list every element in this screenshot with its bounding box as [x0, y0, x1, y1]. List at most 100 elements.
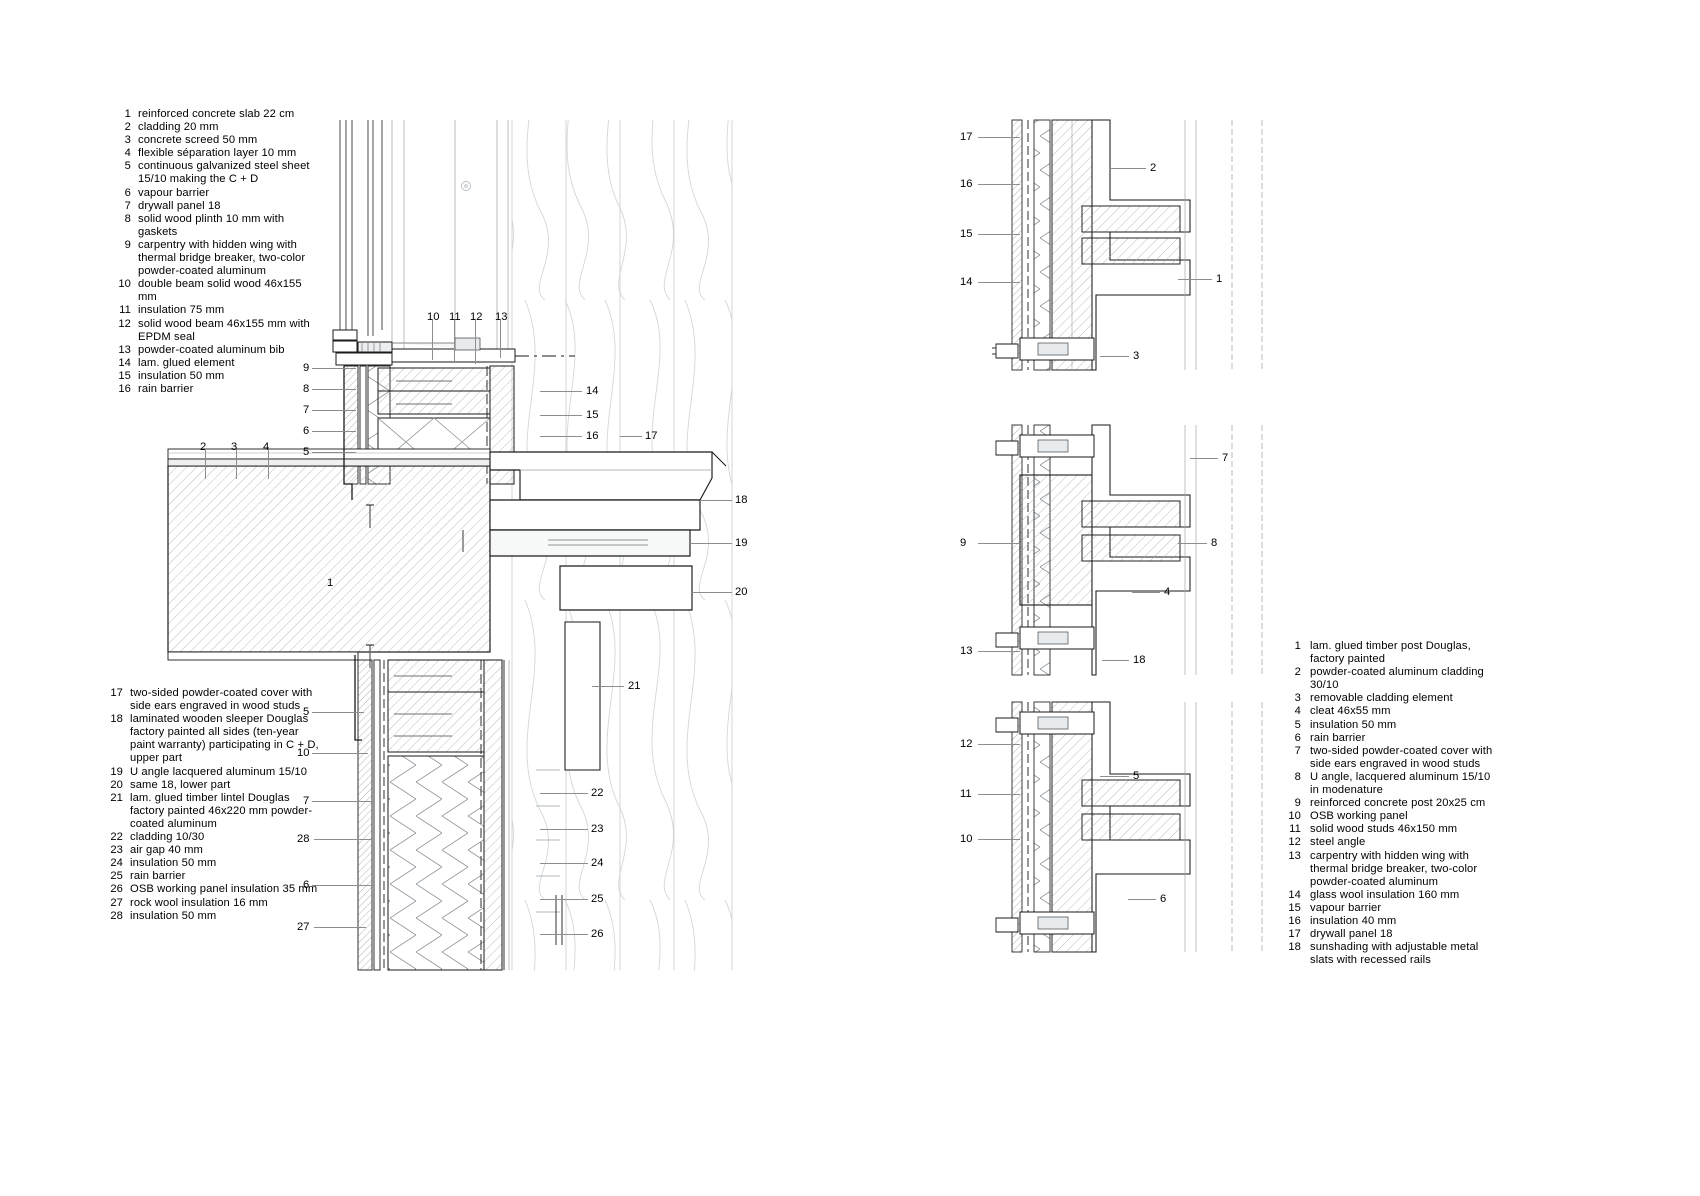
legend-item: 21 lam. glued timber lintel Douglas facto… [110, 792, 322, 831]
legend-item-number: 21 [110, 791, 123, 804]
leader-line [690, 543, 732, 544]
legend-item-text: two-sided powder-coated cover with side … [130, 687, 313, 713]
leader-line [978, 184, 1020, 185]
legend-item-number: 16 [1288, 914, 1301, 927]
leader-line [312, 368, 356, 369]
legend-item: 9 reinforced concrete post 20x25 cm [1286, 797, 1496, 810]
legend-item-text: reinforced concrete post 20x25 cm [1310, 797, 1486, 810]
legend-item-text: rain barrier [138, 382, 194, 395]
leader-line [312, 452, 356, 453]
legend-rows-lower: 17 two-sided powder-coated cover with sid… [110, 687, 322, 923]
callout-number: 8 [1211, 537, 1218, 549]
legend-item-number: 12 [118, 317, 131, 330]
legend-item-number: 14 [118, 356, 131, 369]
callout-number: 23 [591, 823, 604, 835]
leader-line [540, 391, 582, 392]
leader-line [540, 863, 588, 864]
callout-number: 7 [303, 795, 310, 807]
legend-item-text: double beam solid wood 46x155 mm [138, 278, 302, 304]
legend-item-text: solid wood plinth 10 mm with gaskets [138, 212, 285, 238]
legend-item-text: carpentry with hidden wing with thermal … [1310, 849, 1478, 888]
legend-item-number: 12 [1288, 836, 1301, 849]
legend-item-text: carpentry with hidden wing with thermal … [138, 238, 306, 278]
callout-number: 12 [960, 738, 973, 750]
legend-item-number: 4 [124, 147, 131, 160]
leader-line [540, 793, 588, 794]
callout-number: 2 [1150, 162, 1157, 174]
legend-item-text: OSB working panel insulation 35 mm [130, 883, 318, 896]
leader-line [692, 592, 732, 593]
legend-item-text: two-sided powder-coated cover with side … [1310, 744, 1493, 770]
legend-item-text: vapour barrier [138, 186, 210, 199]
legend-item-text: continuous galvanized steel sheet 15/10 … [138, 160, 310, 186]
legend-item-number: 23 [110, 844, 123, 857]
callout-number: 2 [200, 441, 207, 453]
legend-item-text: same 18, lower part [130, 778, 231, 791]
leader-line [978, 744, 1020, 745]
callout-number: 12 [470, 311, 483, 323]
leader-line [978, 137, 1020, 138]
legend-item-number: 5 [124, 160, 131, 173]
callout-number: 15 [586, 409, 599, 421]
leader-line [1190, 458, 1218, 459]
legend-item-text: removable cladding element [1310, 692, 1453, 705]
legend-item-number: 27 [110, 896, 123, 909]
materials-legend-lower: 17 two-sided powder-coated cover with sid… [110, 687, 322, 923]
legend-item-text: air gap 40 mm [130, 844, 203, 857]
leader-line [540, 415, 582, 416]
callout-number: 11 [449, 311, 461, 323]
callout-number: 10 [297, 747, 310, 759]
legend-item-text: cladding 10/30 [130, 831, 205, 844]
leader-line [978, 651, 1020, 652]
legend-item-text: lam. glued element [138, 356, 235, 369]
leader-line [978, 282, 1020, 283]
legend-item-text: lam. glued timber lintel Douglas factory… [130, 791, 313, 830]
legend-item-number: 18 [110, 713, 123, 726]
callout-number: 18 [735, 494, 748, 506]
legend-item-number: 3 [1294, 692, 1301, 705]
leader-line [312, 712, 364, 713]
legend-item-text: vapour barrier [1310, 901, 1382, 914]
legend-item-number: 9 [1294, 797, 1301, 810]
legend-item-text: concrete screed 50 mm [138, 134, 258, 147]
callout-number: 6 [303, 425, 310, 437]
leader-line [432, 320, 433, 360]
legend-item-text: insulation 50 mm [130, 857, 217, 870]
callout-number: 17 [645, 430, 658, 442]
legend-item-text: sunshading with adjustable metal slats w… [1310, 941, 1479, 967]
legend-item-number: 17 [110, 687, 123, 699]
leader-line [592, 686, 624, 687]
leader-line [1178, 279, 1212, 280]
legend-item-number: 2 [124, 121, 131, 134]
leader-line [1128, 899, 1156, 900]
leader-line [1100, 356, 1129, 357]
leader-line [236, 449, 237, 479]
leader-line [268, 449, 269, 479]
legend-item: 23 air gap 40 mm [110, 844, 322, 857]
callout-number: 4 [263, 441, 270, 453]
callout-number: 5 [303, 446, 310, 458]
callout-number: 4 [1164, 586, 1171, 598]
legend-item-number: 18 [1288, 941, 1301, 954]
callout-number: 5 [1133, 770, 1140, 782]
legend-item-number: 6 [1294, 731, 1301, 744]
callout-number: 28 [297, 833, 310, 845]
callout-number: 17 [960, 131, 973, 143]
legend-item-number: 13 [118, 343, 131, 356]
